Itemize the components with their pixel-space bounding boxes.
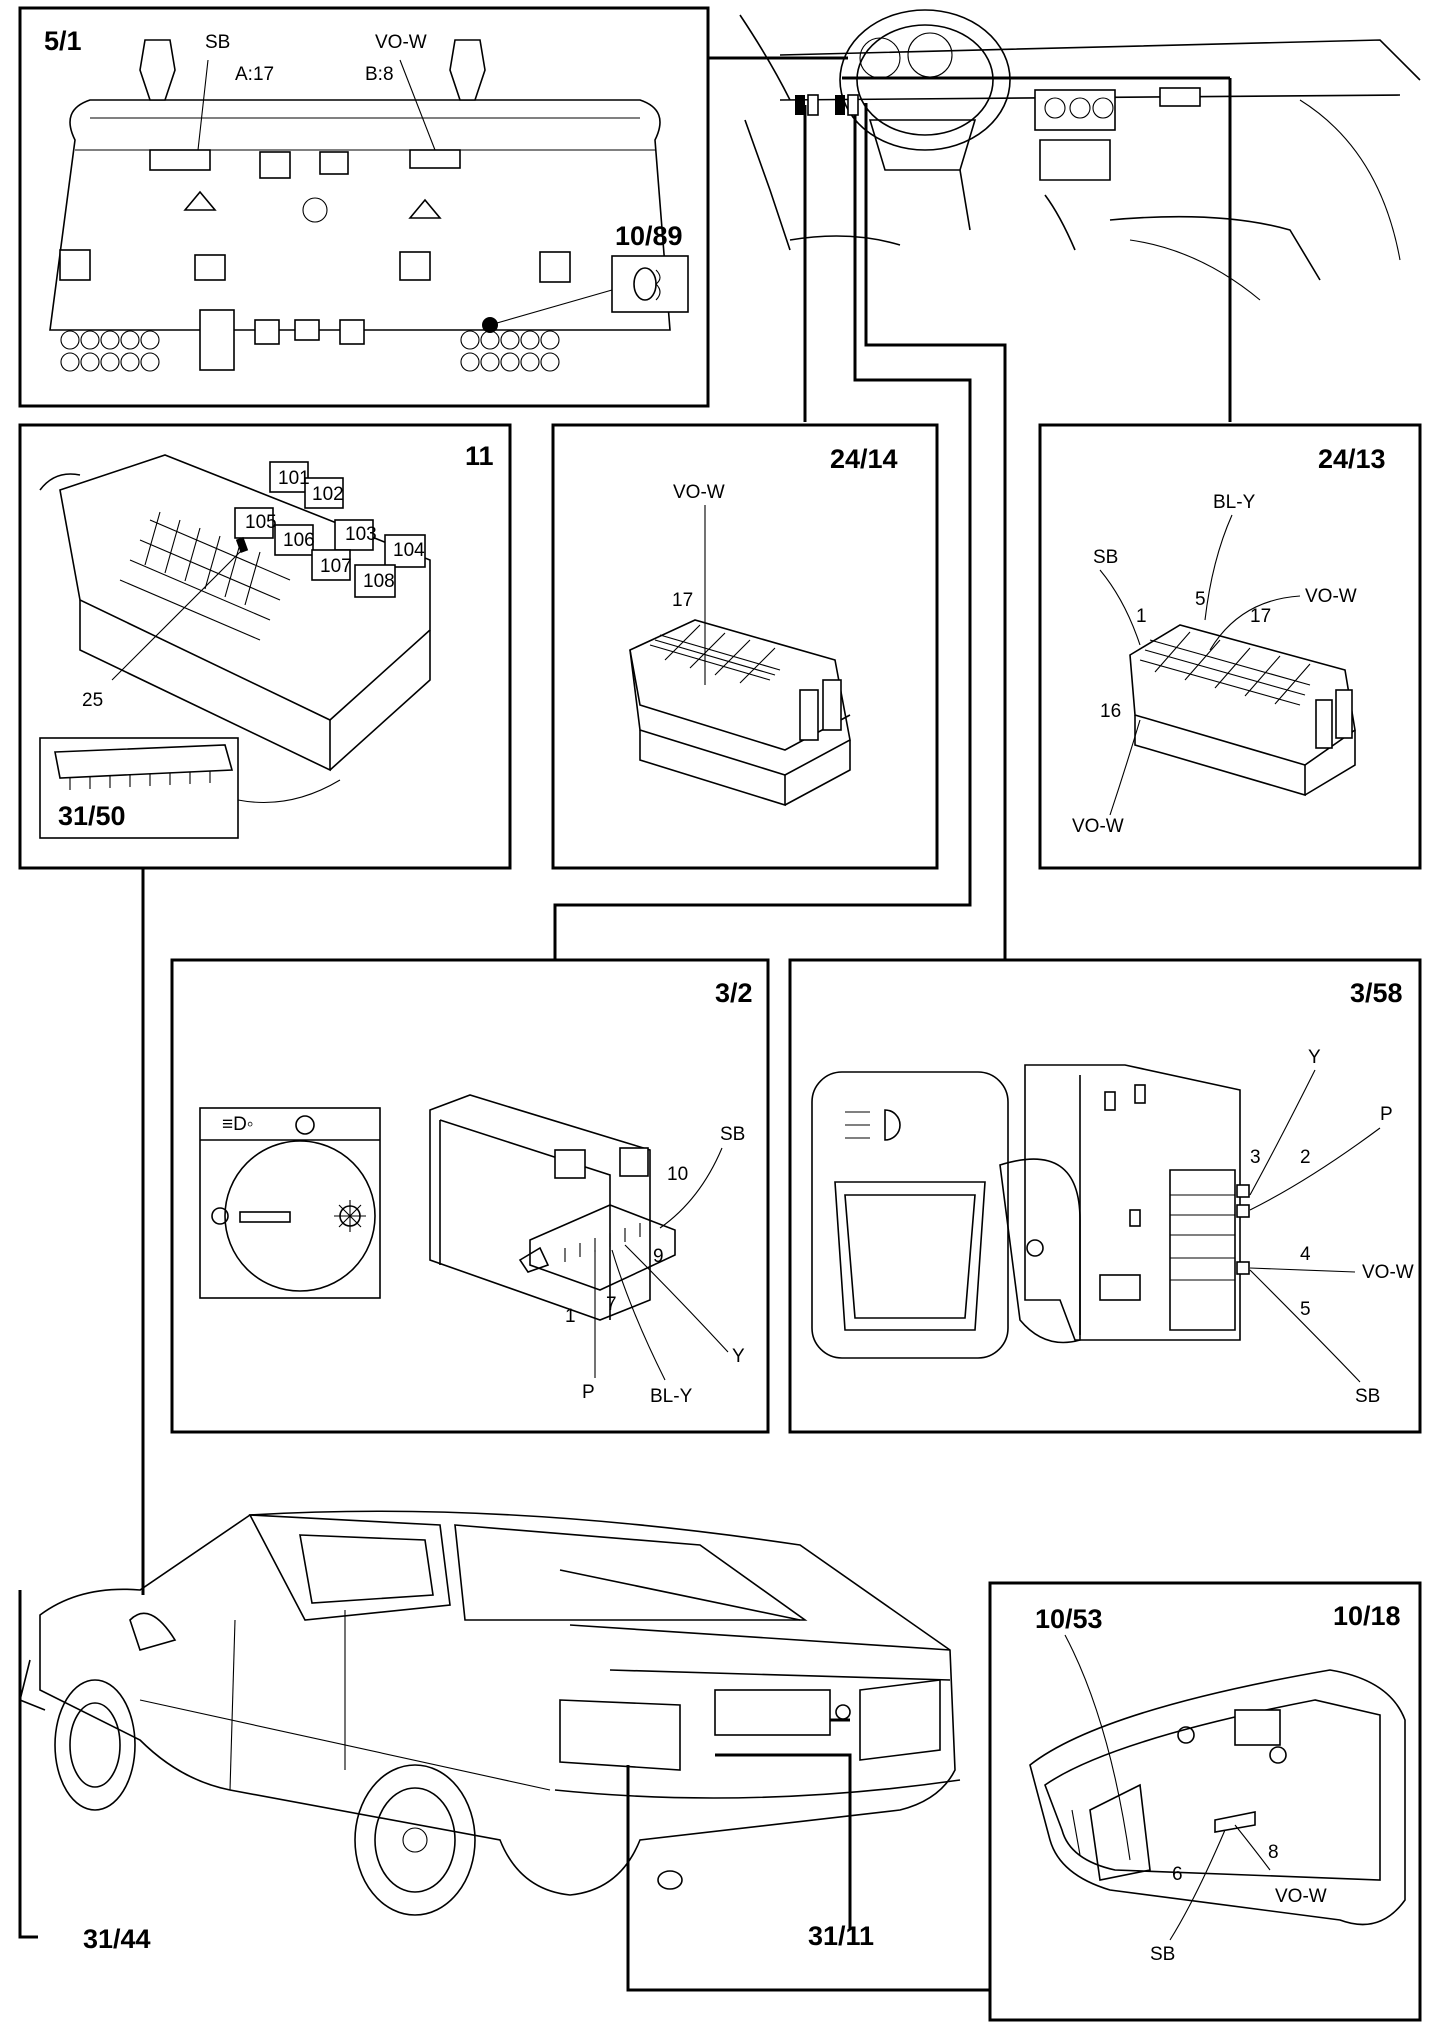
- label-y: Y: [1308, 1047, 1321, 1068]
- panel-id: 10/18: [1333, 1601, 1401, 1631]
- label-25: 25: [82, 690, 103, 711]
- label-bly: BL-Y: [650, 1386, 693, 1407]
- label-sb: SB: [1355, 1386, 1380, 1407]
- label-5: 5: [1300, 1299, 1311, 1320]
- label-17: 17: [672, 590, 693, 611]
- panel-id: 3/2: [715, 978, 753, 1008]
- label-sb: SB: [205, 32, 230, 53]
- label-8: 8: [1268, 1842, 1279, 1863]
- label-vow-right: VO-W: [1305, 586, 1357, 607]
- label-16: 16: [1100, 701, 1121, 722]
- label-y: Y: [732, 1346, 745, 1367]
- label-vow: VO-W: [673, 482, 725, 503]
- bulb-sockets: [60, 317, 560, 372]
- label-9: 9: [653, 1246, 664, 1267]
- panel-id: 3/58: [1350, 978, 1403, 1008]
- label-b8: B:8: [365, 64, 394, 85]
- label-3: 3: [1250, 1147, 1261, 1168]
- label-bly: BL-Y: [1213, 492, 1256, 513]
- panel-lamp: 10/18 10/53 8 6 VO-W SB: [988, 1581, 1422, 2022]
- label-17: 17: [1250, 606, 1271, 627]
- panel-switch-3-2: 3/2 ≡D◦ SB 10 9 1 7 P BL-Y Y: [170, 958, 770, 1434]
- label-4: 4: [1300, 1244, 1311, 1265]
- fuse-108: 108: [363, 571, 395, 592]
- fuse-101: 101: [278, 468, 310, 489]
- panel-connector-24-13: 24/13 BL-Y SB 1 5 VO-W 17 16 VO-W: [1038, 423, 1422, 870]
- label-10: 10: [667, 1164, 688, 1185]
- panel-cluster: 5/1: [18, 6, 710, 408]
- label-vow: VO-W: [1275, 1886, 1327, 1907]
- label-vow: VO-W: [375, 32, 427, 53]
- svg-text:≡D◦: ≡D◦: [222, 1114, 254, 1135]
- panel-connector-24-14: 24/14 VO-W 17: [551, 423, 939, 870]
- label-p: P: [582, 1382, 595, 1403]
- panel-fusebox: 11 101 102 103 104 105 106 107: [18, 423, 512, 870]
- sub-id-10-89: 10/89: [615, 221, 683, 251]
- label-2: 2: [1300, 1147, 1311, 1168]
- car-illustration: [19, 1510, 961, 1916]
- label-a17: A:17: [235, 64, 274, 85]
- label-p: P: [1380, 1104, 1393, 1125]
- fuse-102: 102: [312, 484, 344, 505]
- label-6: 6: [1172, 1864, 1183, 1885]
- label-sb: SB: [720, 1124, 745, 1145]
- label-vow: VO-W: [1362, 1262, 1414, 1283]
- fuse-slots: [119, 511, 291, 641]
- panel-id: 11: [465, 441, 494, 471]
- label-1: 1: [1136, 606, 1147, 627]
- pin-grid: [649, 624, 781, 684]
- pin-row: [564, 1223, 641, 1262]
- label-7: 7: [606, 1294, 617, 1315]
- label-1: 1: [565, 1306, 576, 1327]
- label-5: 5: [1195, 589, 1206, 610]
- callout-31-44: 31/44: [83, 1924, 151, 1954]
- fuse-106: 106: [283, 530, 315, 551]
- panel-switch-3-58: 3/58 Y P 3 2 4 VO-W 5 SB: [788, 958, 1422, 1434]
- terminal-slats: [1170, 1184, 1250, 1281]
- label-sb: SB: [1150, 1944, 1175, 1965]
- panel-id: 24/14: [830, 444, 898, 474]
- fuse-103: 103: [345, 524, 377, 545]
- label-vow-bottom: VO-W: [1072, 816, 1124, 837]
- callout-31-11: 31/11: [808, 1921, 874, 1951]
- label-sb: SB: [1093, 547, 1118, 568]
- fuse-107: 107: [320, 556, 352, 577]
- fuse-105: 105: [245, 512, 277, 533]
- panel-id: 5/1: [44, 26, 82, 56]
- dashboard-overview: [739, 9, 1421, 301]
- sub-id-31-50: 31/50: [58, 801, 126, 831]
- pin-grid: [1139, 631, 1311, 706]
- fuse-104: 104: [393, 540, 425, 561]
- panel-id: 24/13: [1318, 444, 1386, 474]
- sub-id-10-53: 10/53: [1035, 1604, 1103, 1634]
